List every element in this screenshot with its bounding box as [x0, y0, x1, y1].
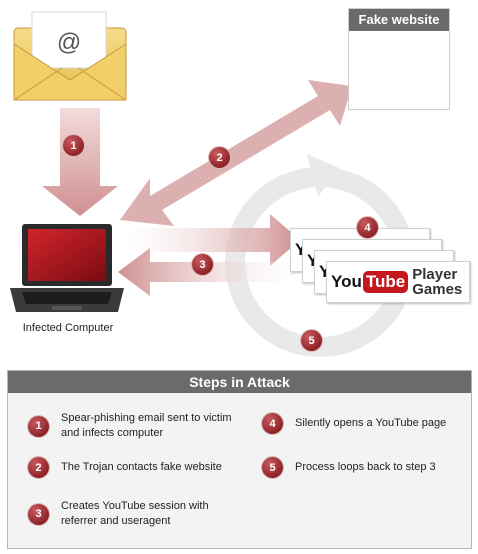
marker-2: 2 [209, 147, 230, 168]
step-text: Spear-phishing email sent to victim and … [61, 412, 232, 439]
step-item: 5 Process loops back to step 3 [262, 457, 462, 478]
arrow-computer-to-youtube [122, 214, 300, 266]
steps-panel: Steps in Attack 1 Spear-phishing email s… [7, 370, 472, 549]
steps-title: Steps in Attack [8, 371, 471, 393]
youtube-tube-text: Tube [362, 271, 409, 293]
step-number-badge: 3 [28, 503, 49, 525]
marker-1: 1 [63, 135, 84, 156]
step-item: 2 The Trojan contacts fake website [28, 457, 238, 478]
step-number-badge: 2 [28, 457, 49, 478]
infected-computer-label: Infected Computer [22, 322, 114, 334]
email-envelope-icon: @ [13, 11, 127, 101]
marker-5: 5 [301, 330, 322, 351]
step-text: The Trojan contacts fake website [61, 461, 222, 473]
laptop-icon [10, 224, 124, 312]
step-text: Silently opens a YouTube page [295, 417, 447, 429]
step-item: 3 Creates YouTube session with referrer … [28, 499, 238, 529]
arrow-computer-to-website [120, 80, 352, 226]
marker-4: 4 [357, 217, 378, 238]
youtube-player-text: Player [412, 266, 458, 283]
loop-arrowhead [306, 154, 340, 197]
youtube-player-games: Player Games [412, 267, 462, 297]
step-number-badge: 5 [262, 457, 283, 478]
fake-website-title: Fake website [349, 9, 449, 31]
step-text: Creates YouTube session with referrer an… [61, 500, 209, 527]
marker-3: 3 [192, 254, 213, 275]
youtube-games-text: Games [412, 281, 463, 298]
fake-website-box: Fake website [348, 8, 450, 110]
step-text: Process loops back to step 3 [295, 461, 436, 473]
youtube-you-text: You [331, 272, 362, 291]
step-number-badge: 4 [262, 413, 283, 434]
step-number-badge: 1 [28, 415, 49, 437]
step-item: 1 Spear-phishing email sent to victim an… [28, 411, 238, 441]
step-item: 4 Silently opens a YouTube page [262, 413, 462, 434]
svg-text:@: @ [57, 29, 81, 56]
arrow-email-to-computer [42, 108, 118, 216]
